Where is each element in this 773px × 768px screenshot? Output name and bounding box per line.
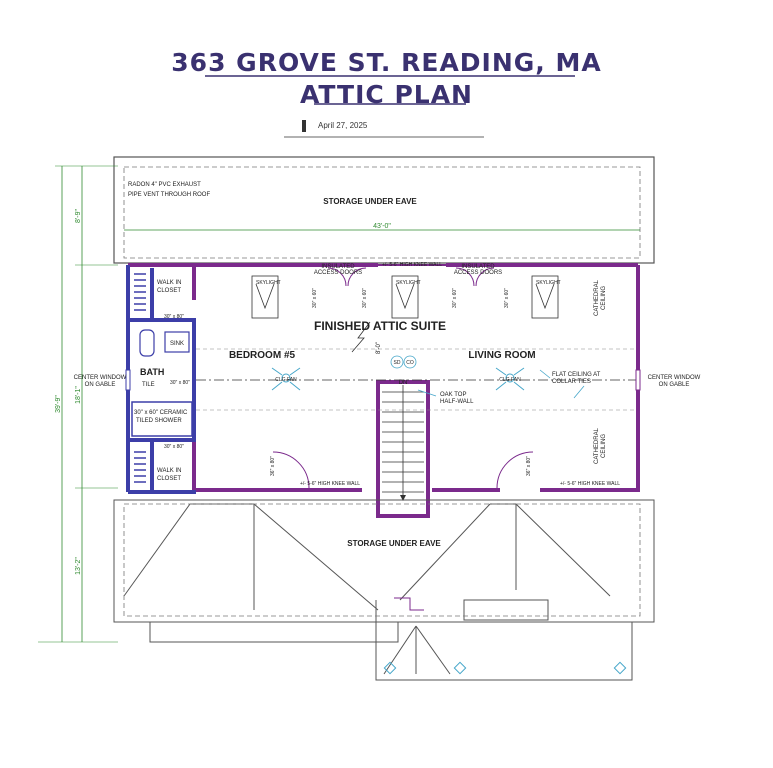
- walk-in-closet-top-2: CLOSET: [157, 288, 181, 294]
- sink-fixture: [164, 331, 190, 353]
- door-30x60-3: 30" x 60": [452, 288, 458, 308]
- ceiling-fan-living: [495, 367, 525, 391]
- shower: [131, 401, 193, 437]
- dim-total-label: 39'-9": [55, 395, 62, 413]
- walk-in-closet-bottom: WALK IN: [157, 468, 181, 474]
- knee-wall-right: +/- 5-6" HIGH KNEE WALL: [560, 481, 620, 487]
- oak-top-label: OAK TOP: [440, 392, 466, 398]
- clg-fan-1: CLG FAN: [275, 377, 297, 383]
- width-dimension-label: 43'-0": [373, 223, 391, 230]
- door-36x80-1: 36" x 80": [270, 456, 276, 476]
- door-30x60-1: 30" x 60": [312, 288, 318, 308]
- door-30x60-4: 30" x 60": [504, 288, 510, 308]
- access-doors: [272, 267, 534, 489]
- ceiling-fan-bedroom: [271, 367, 301, 391]
- radon-note: RADON 4" PVC EXHAUST: [128, 182, 201, 188]
- shower-label-2: TILED SHOWER: [136, 418, 182, 424]
- center-window-right: CENTER WINDOW: [648, 375, 701, 381]
- cathedral-ceiling-bottom-2: CEILING: [601, 434, 607, 458]
- vent-pipe: [394, 597, 424, 611]
- stair-enclosure: [376, 380, 430, 518]
- center-window-right-2: ON GABLE: [659, 382, 690, 388]
- bottom-storage-area: [123, 503, 641, 617]
- skylight-2: SKYLIGHT: [396, 280, 421, 286]
- left-gable-window: [125, 369, 131, 391]
- dim-top-label: 8'-9": [75, 209, 82, 223]
- suite-exterior-walls: [128, 263, 640, 492]
- center-window-left-2: ON GABLE: [85, 382, 116, 388]
- stair-dn-label: DN: [399, 380, 408, 386]
- closet-door-top: 30" x 80": [164, 314, 184, 320]
- walk-in-closet-bottom-2: CLOSET: [157, 476, 181, 482]
- storage-top-label: STORAGE UNDER EAVE: [323, 197, 417, 206]
- door-36x80-2: 36" x 80": [526, 456, 532, 476]
- sd-label: SD: [394, 360, 401, 366]
- bath-label: BATH: [140, 367, 164, 377]
- roof-vents: [383, 661, 627, 675]
- plan-date: April 27, 2025: [318, 121, 368, 130]
- oak-top-label-2: HALF-WALL: [440, 399, 474, 405]
- door-30x60-2: 30" x 60": [362, 288, 368, 308]
- closet-door-bottom: 30" x 80": [164, 444, 184, 450]
- co-label: CO: [406, 360, 414, 366]
- stair-height-label: 8'-0": [376, 342, 382, 354]
- insulated-doors-1b: ACCESS DOORS: [314, 270, 362, 276]
- skylights: [251, 275, 559, 319]
- break-line: [351, 321, 371, 353]
- center-window-left: CENTER WINDOW: [74, 375, 127, 381]
- cathedral-ceiling-bottom: CATHEDRAL: [594, 427, 600, 464]
- living-room-label: LIVING ROOM: [468, 350, 535, 361]
- right-gable-window: [635, 369, 641, 391]
- finished-suite-label: FINISHED ATTIC SUITE: [314, 319, 446, 333]
- walk-in-closet-top: WALK IN: [157, 280, 181, 286]
- skylight-1: SKYLIGHT: [256, 280, 281, 286]
- storage-bottom-label: STORAGE UNDER EAVE: [347, 539, 441, 548]
- dim-bottom-label: 13'-2": [75, 557, 82, 575]
- cathedral-ceiling-top-2: CEILING: [601, 286, 607, 310]
- top-eave-outline: [113, 156, 655, 264]
- insulated-doors-1: INSULATED: [321, 264, 355, 270]
- clg-fan-2: CLG FAN: [499, 377, 521, 383]
- radon-note-2: PIPE VENT THROUGH ROOF: [128, 192, 210, 198]
- dim-middle-label: 18'-1": [75, 386, 82, 404]
- insulated-doors-2: INSULATED: [461, 264, 495, 270]
- bath-door-label: 30" x 80": [170, 380, 190, 386]
- knee-wall-top: +/- 5-6" HIGH KNEE WALL: [382, 262, 442, 268]
- flat-ceiling-label-2: COLLAR TIES: [552, 379, 591, 385]
- date-marker: [302, 120, 306, 132]
- cathedral-ceiling-top: CATHEDRAL: [594, 279, 600, 316]
- smoke-detector: [390, 355, 404, 369]
- tile-label: TILE: [142, 382, 155, 388]
- flat-ceiling-label: FLAT CEILING AT: [552, 372, 601, 378]
- skylight-3: SKYLIGHT: [536, 280, 561, 286]
- sink-label: SINK: [170, 341, 184, 347]
- co-detector: [403, 355, 417, 369]
- bedroom-label: BEDROOM #5: [229, 350, 296, 361]
- top-storage-area: [123, 166, 641, 259]
- insulated-doors-2b: ACCESS DOORS: [454, 270, 502, 276]
- knee-wall-left: +/- 5-6" HIGH KNEE WALL: [300, 481, 360, 487]
- plan-title-address: 363 GROVE ST. READING, MA: [171, 48, 602, 77]
- shower-label: 30" x 60" CERAMIC: [134, 410, 188, 416]
- toilet: [139, 329, 155, 357]
- bottom-roof-outline: [113, 499, 655, 681]
